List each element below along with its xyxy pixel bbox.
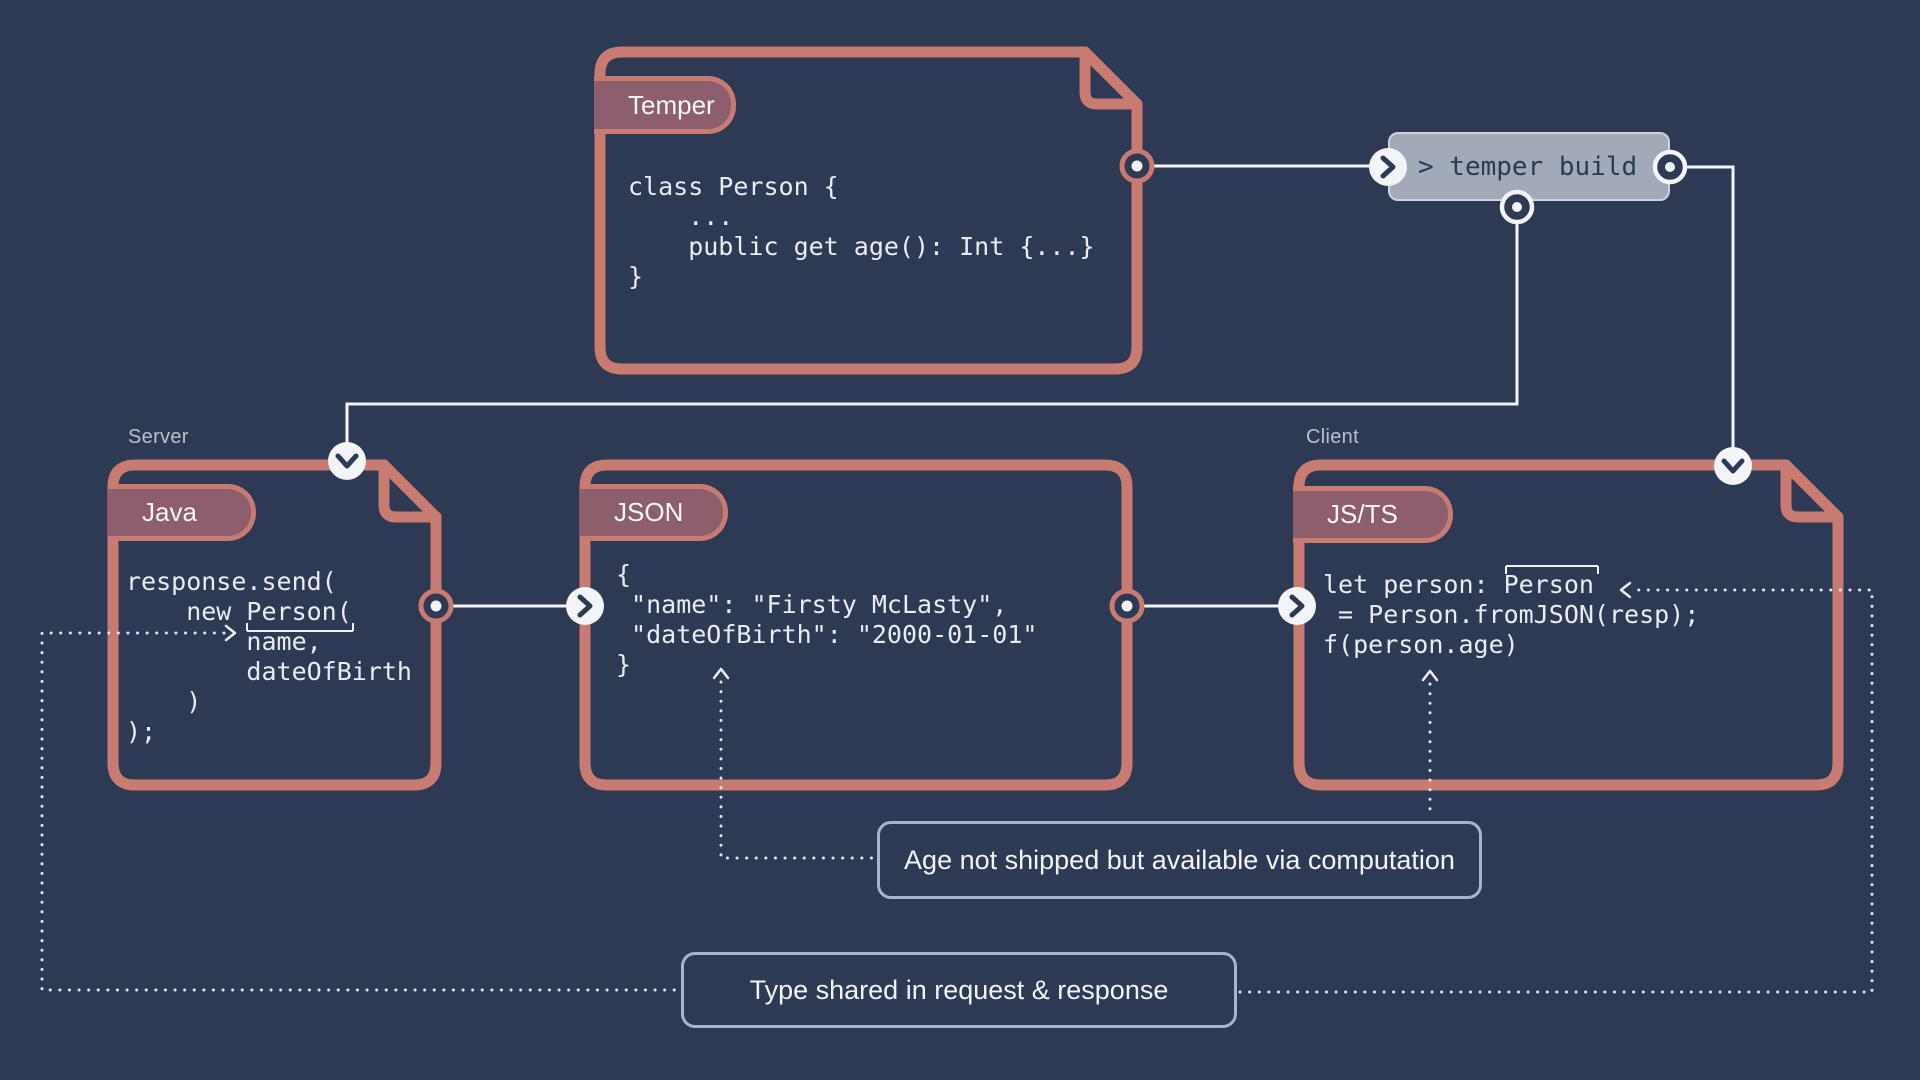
jsts-tab: JS/TS — [1293, 486, 1453, 543]
type-annotation-box: Type shared in request & response — [681, 952, 1237, 1028]
client-label: Client — [1306, 426, 1359, 448]
json-tab-label: JSON — [614, 497, 684, 527]
server-label: Server — [128, 426, 189, 448]
type-annotation-label: Type shared in request & response — [749, 974, 1169, 1005]
temper-tab: Temper — [594, 76, 736, 134]
temper-build-command: > temper build — [1388, 132, 1670, 201]
jsts-code: let person: Person = Person.fromJSON(res… — [1323, 570, 1700, 659]
jsts-tab-label: JS/TS — [1327, 499, 1398, 529]
temper-card-fold-icon — [1079, 46, 1143, 110]
temper-build-command-label: > temper build — [1418, 151, 1638, 182]
age-annotation-label: Age not shipped but available via comput… — [904, 844, 1455, 875]
age-annotation-box: Age not shipped but available via comput… — [877, 821, 1482, 899]
json-tab: JSON — [580, 484, 728, 541]
json-card-outline — [579, 459, 1133, 791]
java-card-fold-icon — [378, 459, 442, 523]
java-tab: Java — [108, 484, 256, 541]
jsts-card-fold-icon — [1780, 459, 1844, 523]
temper-code: class Person { ... public get age(): Int… — [628, 172, 1095, 291]
json-code: { "name": "Firsty McLasty", "dateOfBirth… — [616, 560, 1038, 679]
java-code: response.send( new Person( name, dateOfB… — [126, 567, 412, 746]
java-tab-label: Java — [142, 497, 197, 527]
temper-tab-label: Temper — [628, 89, 715, 120]
